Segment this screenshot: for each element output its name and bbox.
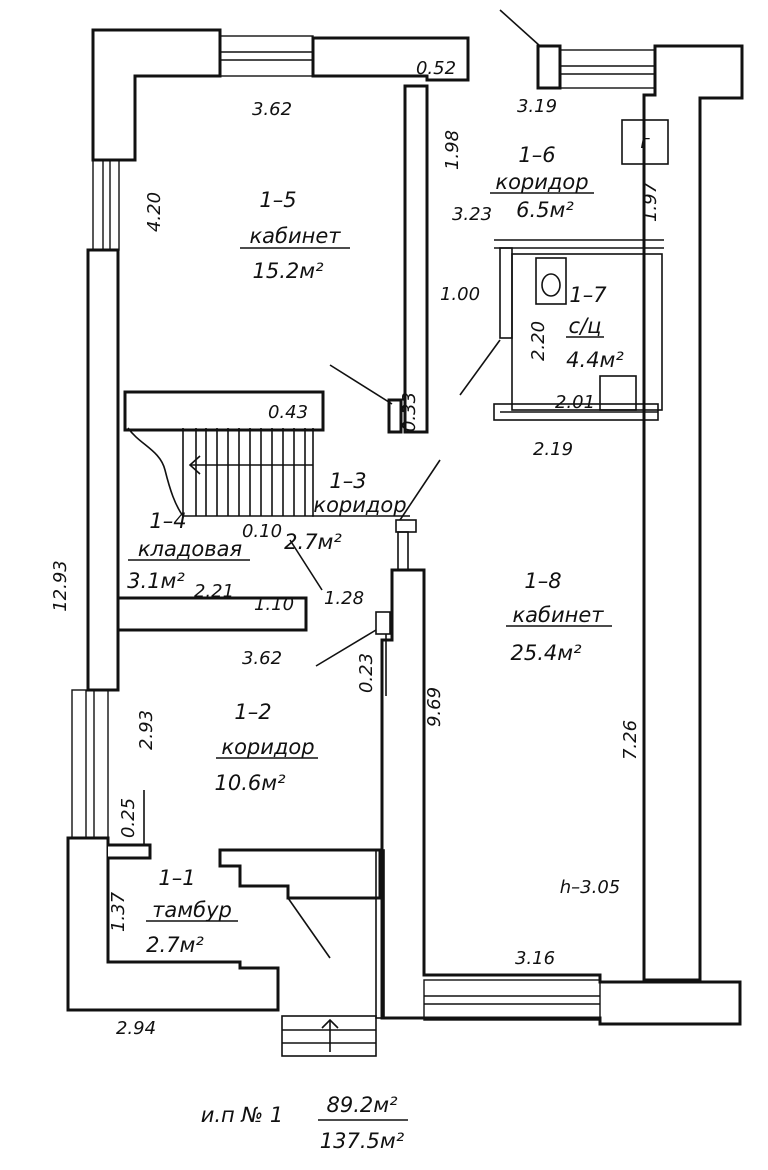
room-name: кабинет — [512, 603, 604, 627]
window-bottom-right — [423, 979, 601, 1021]
room-1-1: 1–1 тамбур 2.7м² — [146, 866, 238, 957]
dim-1-10: 1.10 — [254, 594, 294, 615]
dim-2-01: 2.01 — [555, 392, 595, 413]
room-id: 1–1 — [158, 866, 195, 890]
toilet-icon — [535, 257, 567, 305]
dim-3-19: 3.19 — [517, 96, 557, 117]
dim-12-93: 12.93 — [50, 560, 71, 612]
room-area: 25.4м² — [510, 641, 582, 665]
chimney-mark: г — [640, 132, 650, 153]
wall-storage-bottom — [116, 596, 308, 632]
footer-area-living: 89.2м² — [326, 1093, 398, 1117]
left-outer-wall — [66, 28, 280, 1012]
staircase — [127, 427, 314, 517]
room-1-3: 1–3 коридор 2.7м² — [284, 469, 410, 554]
room-name: коридор — [313, 493, 406, 517]
footer-area-total: 137.5м² — [320, 1129, 405, 1153]
dim-7-26: 7.26 — [620, 720, 641, 760]
room-id: 1–7 — [569, 283, 607, 307]
room-id: 1–8 — [524, 569, 561, 593]
dim-2-93: 2.93 — [136, 710, 157, 750]
room-1-8: 1–8 кабинет 25.4м² — [506, 569, 612, 665]
window-top-kabinet — [219, 35, 314, 77]
entry-steps — [281, 1015, 377, 1057]
dim-1-98: 1.98 — [442, 130, 463, 170]
room-name: коридор — [495, 170, 588, 194]
room-area: 10.6м² — [214, 771, 286, 795]
room-name: кабинет — [249, 224, 341, 248]
window-left-upper — [92, 159, 120, 251]
corridor-post-3 — [375, 611, 391, 635]
wall-0-43 — [123, 390, 325, 432]
door-swing-1-2 — [315, 629, 377, 667]
room-name: тамбур — [152, 898, 232, 922]
partition-stub — [387, 398, 403, 434]
room-1-4: 1–4 кладовая 3.1м² — [127, 509, 250, 593]
partition-kabinet-15 — [403, 84, 429, 434]
dim-0-43: 0.43 — [268, 402, 308, 423]
dim-9-69: 9.69 — [424, 687, 445, 727]
room-1-6: 1–6 коридор 6.5м² — [490, 143, 594, 222]
footer-label: и.п № 1 — [201, 1103, 284, 1127]
room-area: 6.5м² — [516, 198, 574, 222]
dim-1-97: 1.97 — [640, 181, 661, 222]
dim-3-16: 3.16 — [515, 948, 555, 969]
room-name: кладовая — [138, 537, 242, 561]
corridor-post — [395, 519, 417, 533]
dim-1-00: 1.00 — [440, 284, 480, 305]
room-area: 2.7м² — [146, 933, 204, 957]
room-id: 1–4 — [149, 509, 186, 533]
door-swing-1-5 — [329, 364, 393, 405]
room-id: 1–6 — [518, 143, 555, 167]
dim-0-25: 0.25 — [118, 798, 139, 838]
top-door-swing — [499, 9, 541, 47]
dim-2-21: 2.21 — [194, 581, 234, 602]
window-top-right — [559, 49, 656, 89]
dim-h-3-05: h–3.05 — [560, 877, 621, 898]
room-id: 1–3 — [329, 469, 366, 493]
chimney-box — [621, 119, 669, 165]
door-swing-1-7 — [459, 339, 501, 396]
dim-1-28: 1.28 — [324, 588, 364, 609]
corridor-post-2 — [397, 531, 409, 571]
room-area: 3.1м² — [127, 569, 185, 593]
room-area: 4.4м² — [566, 348, 624, 372]
dim-3-62-mid: 3.62 — [242, 648, 282, 669]
right-outer-wall — [380, 44, 744, 1026]
room-area: 2.7м² — [284, 530, 342, 554]
dim-0-10: 0.10 — [242, 521, 282, 542]
room-id: 1–5 — [259, 188, 296, 212]
dim-4-20: 4.20 — [144, 192, 165, 232]
door-swing-1-3 — [399, 459, 441, 521]
dim-1-37: 1.37 — [108, 891, 129, 932]
dim-2-94: 2.94 — [116, 1018, 156, 1039]
dim-0-23: 0.23 — [356, 653, 377, 693]
entry-walls — [108, 843, 385, 1019]
dim-3-62-top: 3.62 — [252, 99, 292, 120]
dim-2-19: 2.19 — [533, 439, 573, 460]
leader-1-28 — [289, 539, 323, 591]
room-1-5: 1–5 кабинет 15.2м² — [240, 188, 350, 283]
dim-0-33: 0.33 — [399, 392, 420, 432]
room-id: 1–2 — [234, 700, 271, 724]
window-left-lower — [71, 689, 109, 839]
room-area: 15.2м² — [252, 259, 324, 283]
dim-3-23: 3.23 — [452, 204, 492, 225]
dim-2-20: 2.20 — [528, 321, 549, 361]
bathroom-walls — [493, 239, 664, 421]
room-name: коридор — [221, 735, 314, 759]
sink-icon — [599, 375, 637, 411]
dim-0-52: 0.52 — [416, 58, 456, 79]
room-name: с/ц — [569, 314, 602, 338]
room-1-2: 1–2 коридор 10.6м² — [214, 700, 318, 795]
room-1-7: 1–7 с/ц 4.4м² — [566, 283, 624, 372]
